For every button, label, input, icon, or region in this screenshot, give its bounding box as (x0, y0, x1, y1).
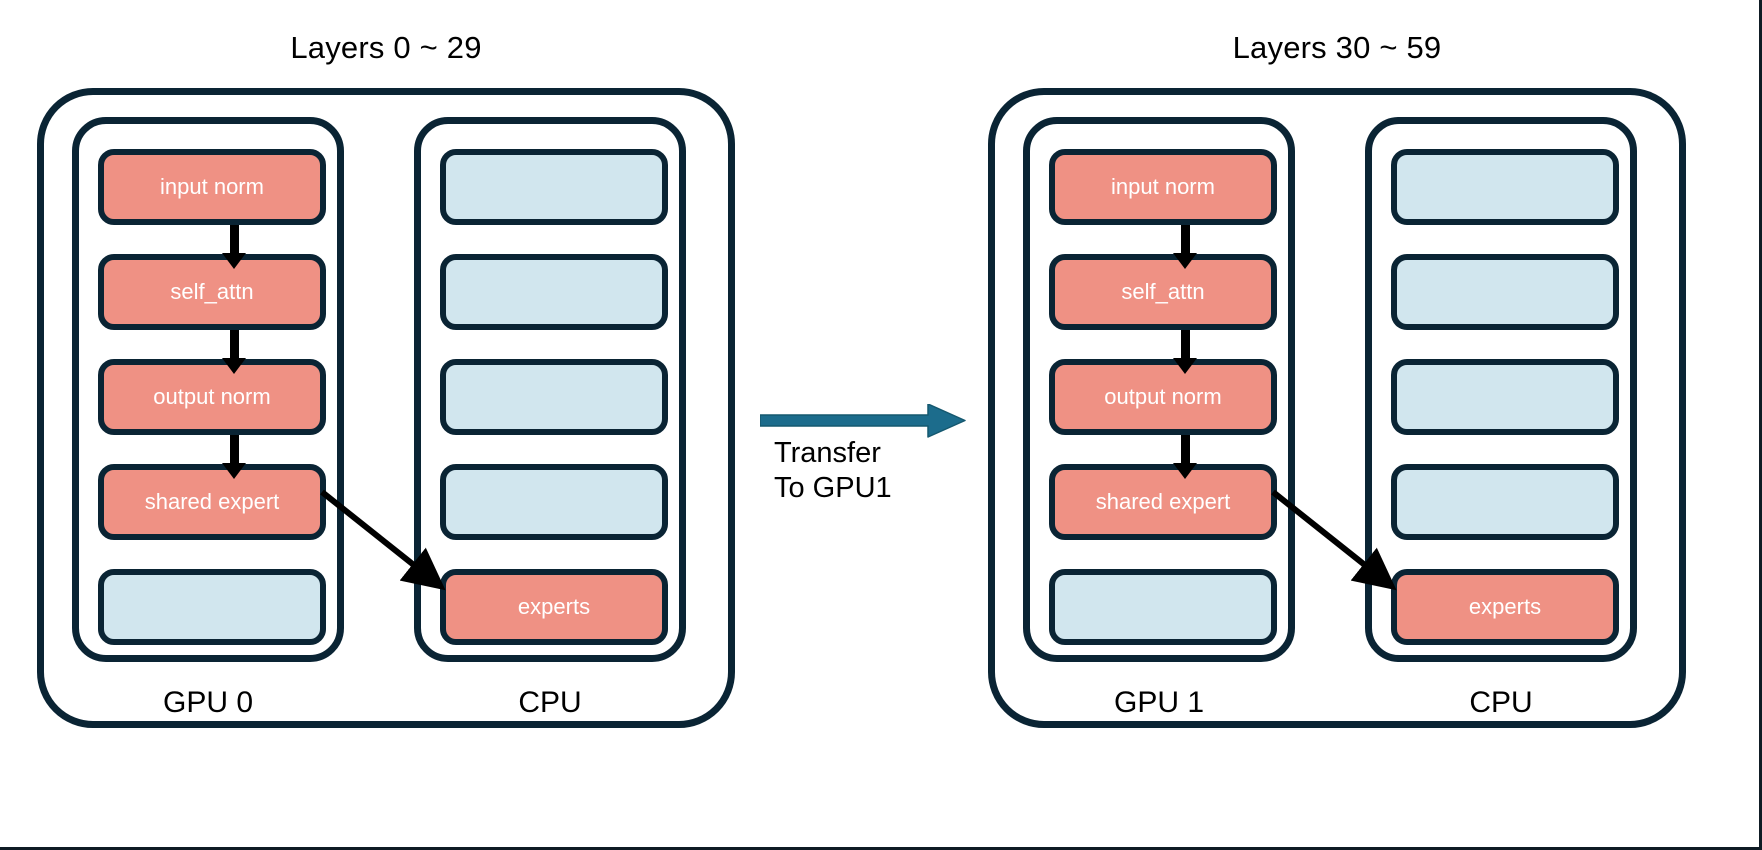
flow-arrow-icon (222, 225, 246, 269)
flow-arrow-icon (222, 330, 246, 374)
block-empty-gpu[interactable] (1049, 569, 1277, 645)
block-empty-cpu[interactable] (440, 464, 668, 540)
transfer-label: Transfer To GPU1 (774, 437, 892, 505)
block-empty-cpu[interactable] (440, 149, 668, 225)
block-input-norm[interactable]: input norm (98, 149, 326, 225)
device-label-gpu-0: GPU 0 (162, 686, 254, 719)
block-empty-gpu[interactable] (98, 569, 326, 645)
block-experts[interactable]: experts (1391, 569, 1619, 645)
flow-arrow-icon (1173, 330, 1197, 374)
gpu-column-0: input norm self_attn output norm shared … (72, 117, 344, 662)
block-empty-cpu[interactable] (440, 359, 668, 435)
gpu-slot-stack-1: input norm self_attn output norm shared … (1049, 149, 1277, 645)
block-shared-expert[interactable]: shared expert (1049, 464, 1277, 540)
flow-arrow-icon (1173, 225, 1197, 269)
device-label-cpu-1: CPU (1469, 686, 1533, 719)
block-empty-cpu[interactable] (1391, 254, 1619, 330)
cpu-column-1: experts (1365, 117, 1637, 662)
transfer-arrow-group: Transfer To GPU1 (760, 404, 970, 544)
transfer-arrow-icon (760, 404, 966, 438)
device-group-0: Layers 0 ~ 29 input norm self_attn outpu… (37, 30, 735, 728)
block-empty-cpu[interactable] (1391, 149, 1619, 225)
cpu-slot-stack-1: experts (1391, 149, 1619, 645)
device-label-gpu-1: GPU 1 (1113, 686, 1205, 719)
group-title-1: Layers 30 ~ 59 (1232, 30, 1442, 65)
block-output-norm[interactable]: output norm (98, 359, 326, 435)
cpu-slot-stack-0: experts (440, 149, 668, 645)
gpu-column-1: input norm self_attn output norm shared … (1023, 117, 1295, 662)
block-input-norm[interactable]: input norm (1049, 149, 1277, 225)
block-empty-cpu[interactable] (1391, 359, 1619, 435)
block-output-norm[interactable]: output norm (1049, 359, 1277, 435)
device-label-cpu-0: CPU (518, 686, 582, 719)
cpu-column-0: experts (414, 117, 686, 662)
block-empty-cpu[interactable] (440, 254, 668, 330)
gpu-slot-stack-0: input norm self_attn output norm shared … (98, 149, 326, 645)
block-shared-expert[interactable]: shared expert (98, 464, 326, 540)
device-group-1: Layers 30 ~ 59 input norm self_attn outp… (988, 30, 1686, 728)
block-experts[interactable]: experts (440, 569, 668, 645)
flow-arrow-icon (222, 435, 246, 479)
block-self-attn[interactable]: self_attn (1049, 254, 1277, 330)
flow-arrow-icon (1173, 435, 1197, 479)
block-empty-cpu[interactable] (1391, 464, 1619, 540)
group-title-0: Layers 0 ~ 29 (290, 30, 482, 65)
block-self-attn[interactable]: self_attn (98, 254, 326, 330)
